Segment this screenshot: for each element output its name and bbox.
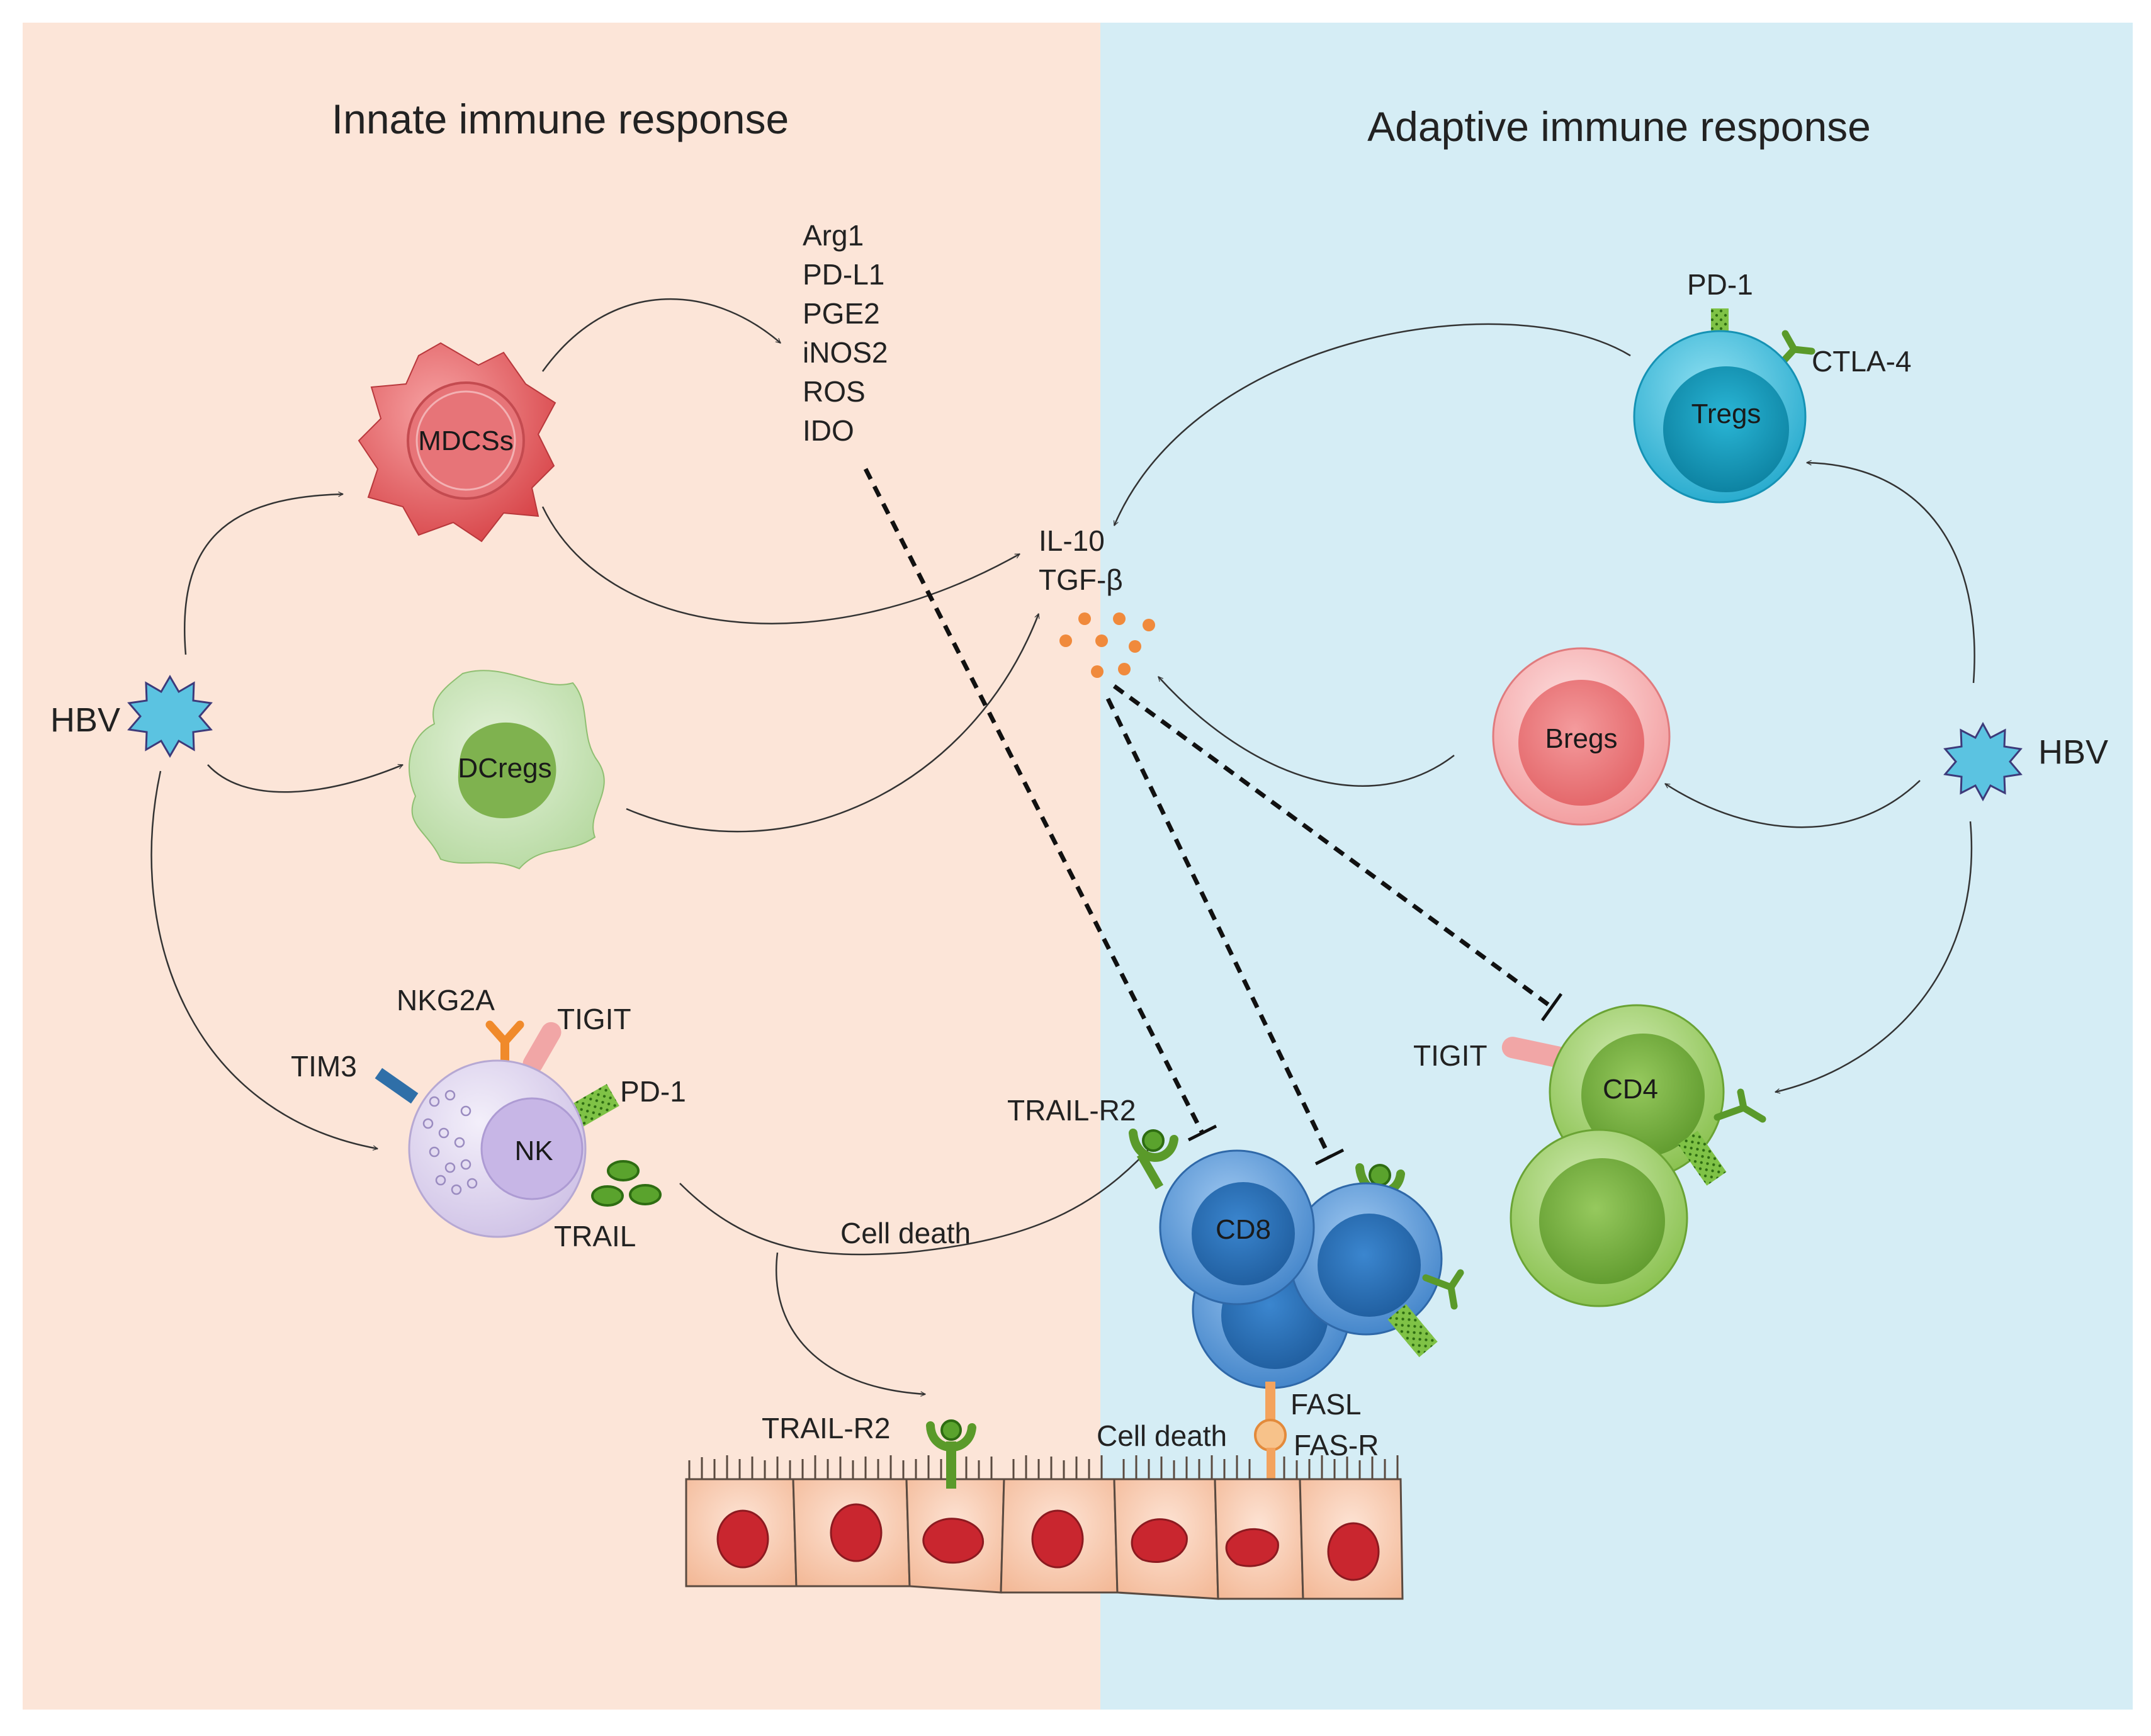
ctla4-label: CTLA-4	[1812, 345, 1911, 378]
cell-death-label-nk: Cell death	[840, 1217, 971, 1249]
tigit-label-cd4: TIGIT	[1413, 1039, 1488, 1072]
trail-label: TRAIL	[554, 1220, 636, 1253]
trail-r2-label-cd8: TRAIL-R2	[1007, 1094, 1136, 1127]
dcreg-label: DCregs	[458, 753, 551, 784]
pathway-arrows	[150, 298, 1975, 1394]
trail-r2-receptor-cd8	[1129, 1129, 1178, 1190]
trail-r2-receptor-hepatocyte	[926, 1419, 976, 1489]
cd8-cells: CD8 TRAIL-R2 FASL FAS-R	[1007, 1094, 1464, 1495]
nk-granules	[422, 1090, 478, 1195]
adaptive-panel	[1100, 23, 2133, 1710]
hbv-label-left: HBV	[50, 701, 120, 739]
nkg2a-label: NKG2A	[397, 984, 495, 1017]
tim3-label: TIM3	[291, 1050, 357, 1083]
cytokine-cluster: IL-10 TGF-β	[1039, 524, 1155, 678]
mdsc-label: MDCSs	[418, 426, 514, 456]
dcreg-cell: DCregs	[409, 670, 605, 870]
breg-cell: Bregs	[1492, 647, 1671, 826]
inhibition-lines	[863, 468, 1563, 1166]
pd1-receptor-cd8	[1387, 1304, 1438, 1358]
hbv-virus-left: HBV	[50, 675, 213, 758]
innate-title: Innate immune response	[332, 96, 789, 142]
tim3-receptor	[375, 1068, 419, 1104]
breg-label: Bregs	[1545, 723, 1618, 754]
hbv-virus-icon	[127, 675, 213, 758]
nk-nucleus	[480, 1097, 584, 1200]
treg-nucleus	[1663, 366, 1789, 492]
cd8-label: CD8	[1216, 1214, 1271, 1245]
hbv-virus-right: HBV	[1943, 721, 2108, 802]
factor-pge2: PGE2	[803, 297, 880, 330]
pd1-label-treg: PD-1	[1687, 268, 1753, 301]
factor-ros: ROS	[803, 375, 866, 408]
trail-molecules	[591, 1160, 662, 1207]
factor-inos2: iNOS2	[803, 336, 888, 369]
innate-panel	[23, 23, 1100, 1710]
factor-ido: IDO	[803, 414, 854, 447]
fasr-label: FAS-R	[1294, 1429, 1379, 1462]
mdsc-cell: MDCSs	[358, 342, 556, 543]
microvilli	[688, 1455, 1399, 1479]
tgf-beta-label: TGF-β	[1039, 563, 1123, 596]
cell-death-label-cd8: Cell death	[1097, 1419, 1227, 1452]
cd4-label: CD4	[1603, 1074, 1658, 1105]
hbv-virus-icon	[1943, 721, 2023, 802]
breg-nucleus	[1518, 680, 1644, 806]
cd4-cells: CD4 TIGIT	[1413, 1004, 1766, 1307]
tigit-receptor-nk	[522, 1022, 562, 1074]
hepatocyte-layer: TRAIL-R2	[685, 1412, 1404, 1600]
cd4-nucleus-back	[1581, 1034, 1705, 1157]
cd4-nucleus-front	[1539, 1158, 1665, 1284]
tigit-receptor-cd4	[1501, 1037, 1571, 1068]
ctla4-receptor-cd8	[1422, 1269, 1464, 1310]
pd1-receptor-cd4	[1678, 1130, 1727, 1186]
mdsc-nucleus	[407, 381, 525, 500]
il10-label: IL-10	[1039, 524, 1105, 557]
cytokine-dots	[1059, 612, 1155, 678]
pd1-label-nk: PD-1	[620, 1075, 686, 1108]
tigit-label-nk: TIGIT	[557, 1003, 631, 1035]
fasl-label: FASL	[1290, 1388, 1362, 1421]
ctla4-receptor-cd4	[1713, 1088, 1766, 1123]
treg-label: Tregs	[1691, 398, 1761, 429]
hepatocyte-nuclei	[716, 1503, 1380, 1581]
mdsc-factor-list: Arg1 PD-L1 PGE2 iNOS2 ROS IDO	[803, 219, 888, 447]
hbv-label-right: HBV	[2038, 733, 2108, 771]
dcreg-nucleus	[458, 722, 556, 818]
cd8-nucleus	[1192, 1182, 1295, 1285]
nk-cell: NK NKG2A TIGIT TIM3 PD-1 TRAIL	[291, 984, 686, 1253]
treg-cell: Tregs PD-1 CTLA-4	[1633, 268, 1911, 504]
factor-pd-l1: PD-L1	[803, 258, 884, 291]
adaptive-title: Adaptive immune response	[1367, 103, 1871, 150]
trail-r2-label-hepatocyte: TRAIL-R2	[762, 1412, 890, 1445]
factor-arg1: Arg1	[803, 219, 864, 252]
nk-label: NK	[514, 1136, 553, 1166]
